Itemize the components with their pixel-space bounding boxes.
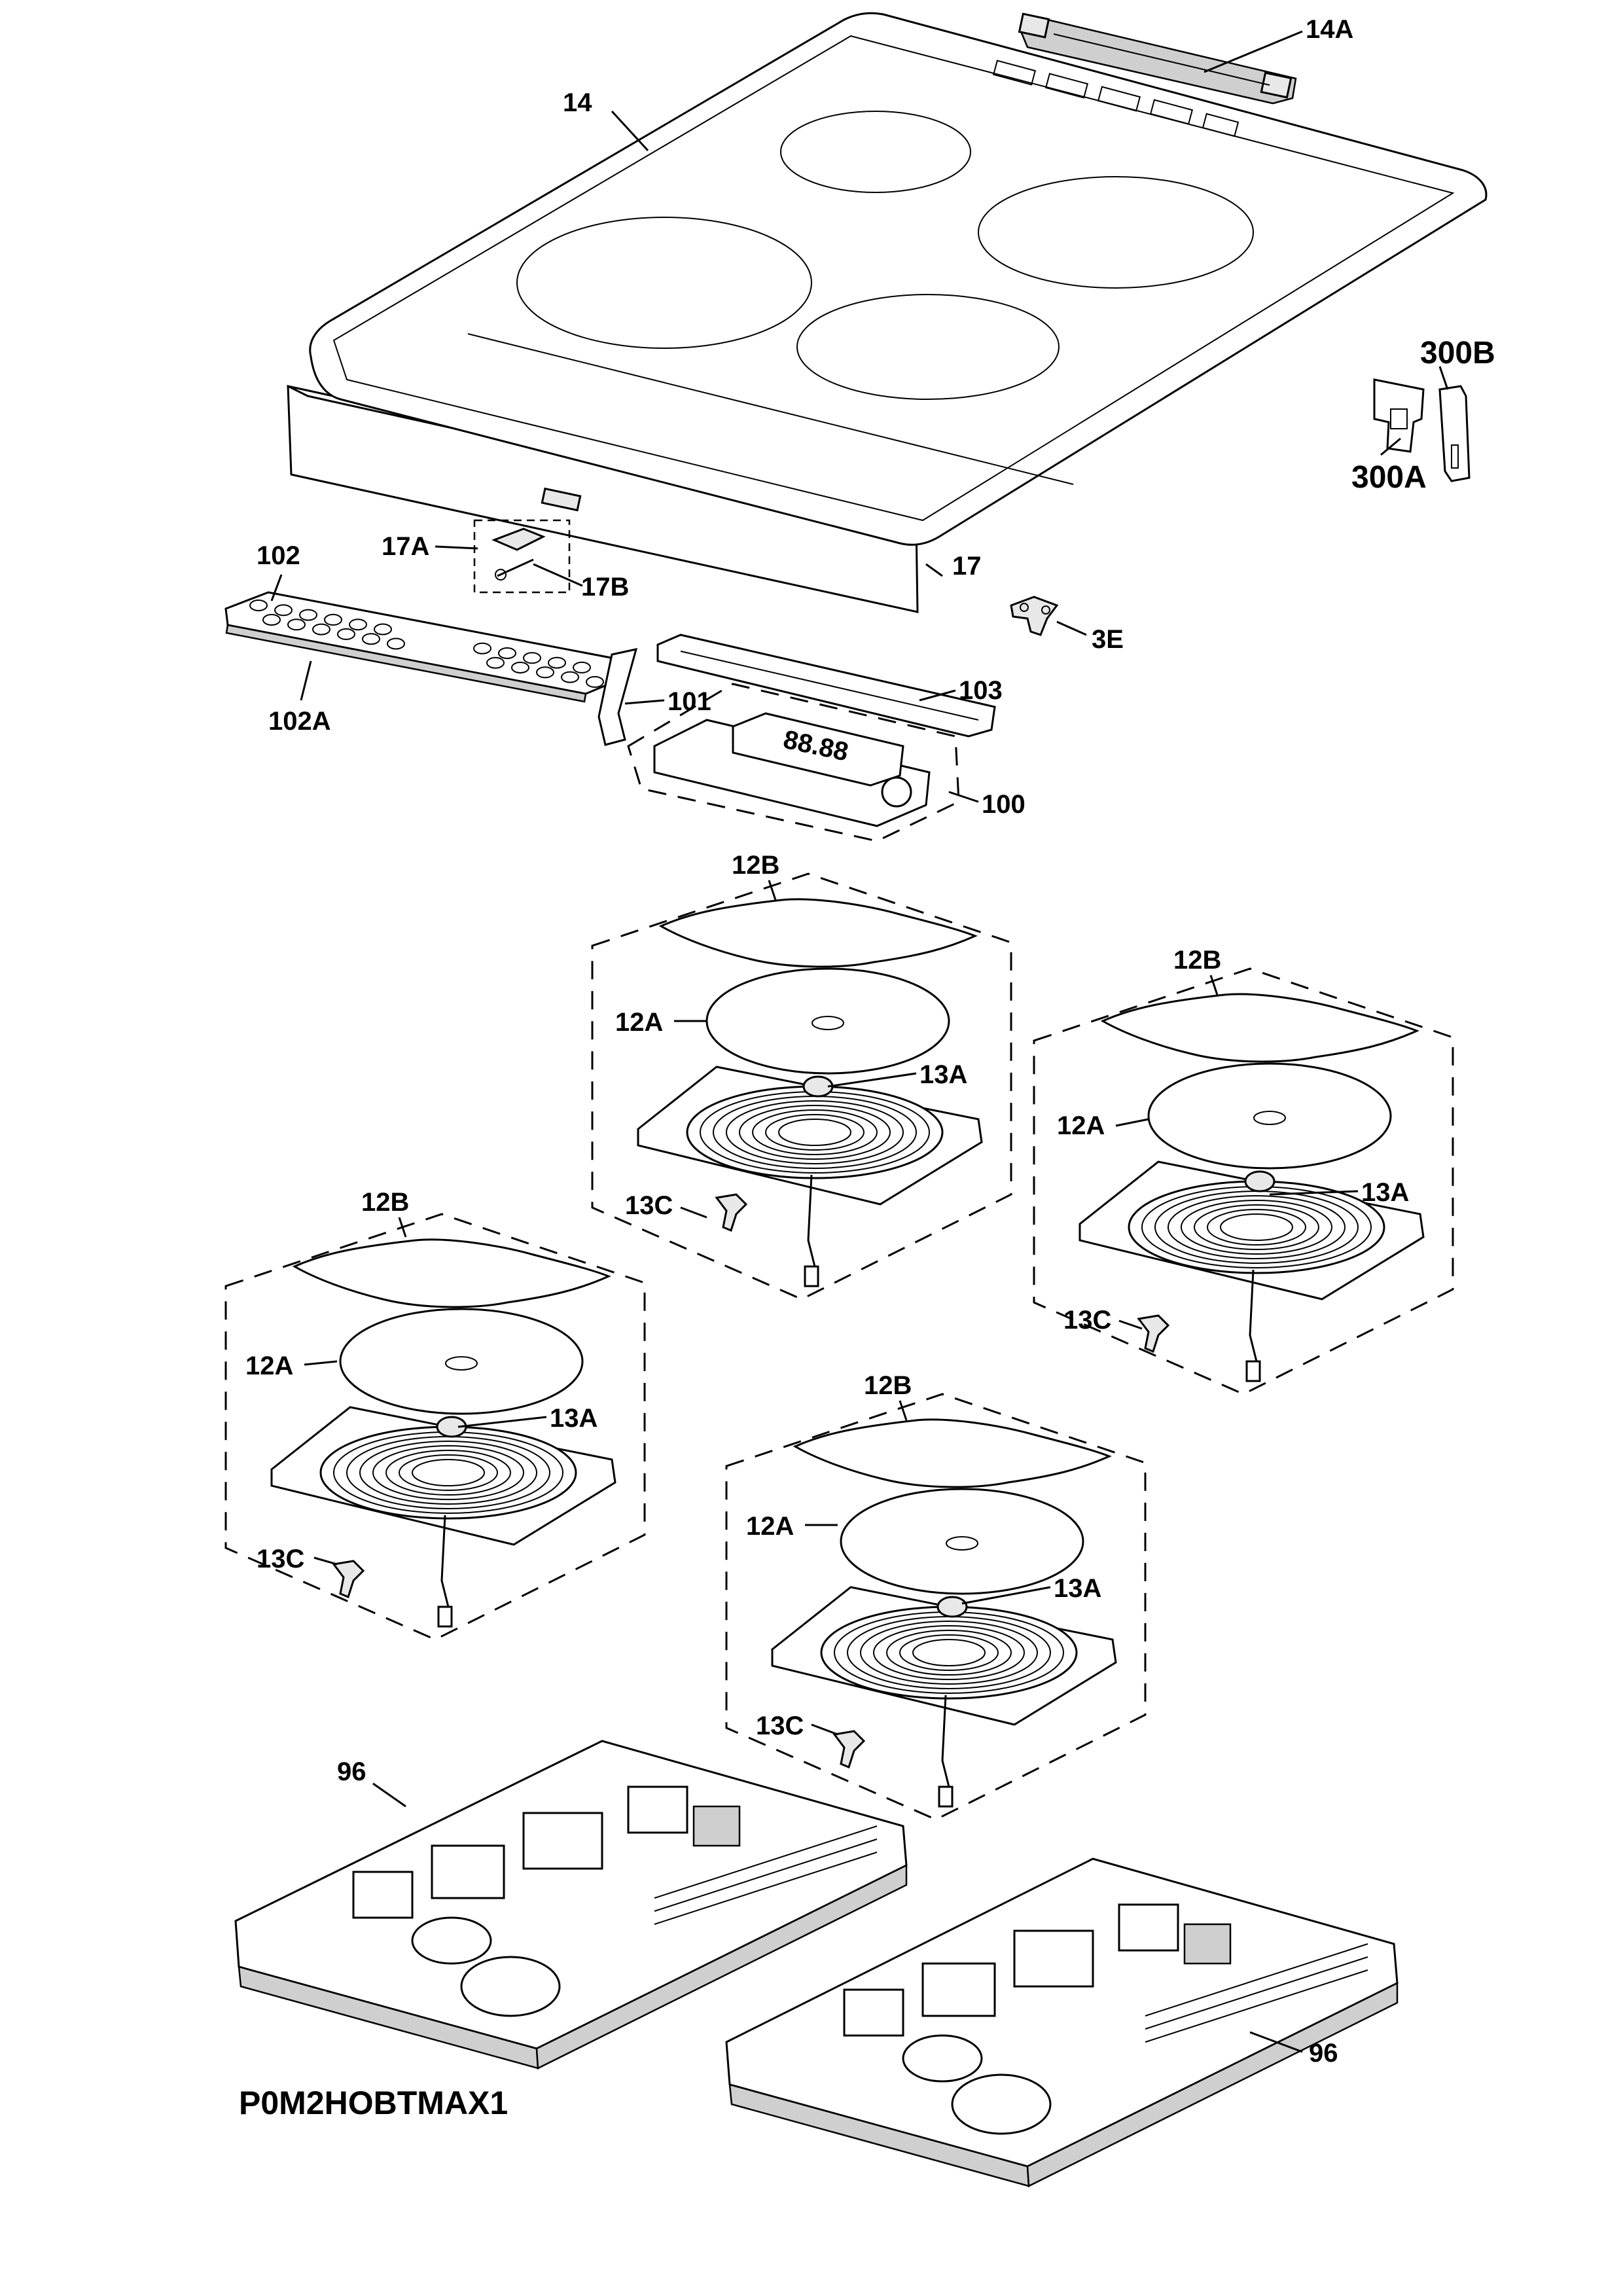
label-13a-group2: 13A <box>1361 1178 1409 1207</box>
label-300a: 300A <box>1351 460 1427 495</box>
keypad-hole <box>561 671 579 683</box>
label-13c-group1: 13C <box>625 1191 673 1220</box>
label-102: 102 <box>257 541 300 570</box>
keypad-hole <box>473 642 491 655</box>
heating-element-group-2 <box>1033 967 1454 1395</box>
label-13c-group3: 13C <box>257 1545 304 1573</box>
keypad-hole <box>299 609 317 621</box>
keypad-hole <box>586 675 604 688</box>
ribbon-cable-101 <box>597 648 638 746</box>
keypad-hole <box>498 647 516 659</box>
label-17b: 17B <box>581 573 629 601</box>
cooktop-glass-top <box>287 12 1488 613</box>
keypad-hole <box>548 656 566 669</box>
label-13c-group2: 13C <box>1063 1306 1111 1335</box>
heating-element-group-1 <box>591 872 1012 1300</box>
label-14a: 14A <box>1306 15 1353 44</box>
label-17a: 17A <box>382 532 429 561</box>
keypad-holes <box>249 600 604 688</box>
part-labels: 14 14A 300B 300A 17 17A 17B 3E 102 102A … <box>239 15 1495 2121</box>
keypad-hole <box>349 619 367 631</box>
power-board-96-left <box>234 1740 908 2070</box>
keypad-hole <box>486 656 505 669</box>
diagram-code: P0M2HOBTMAX1 <box>239 2085 508 2121</box>
power-board-96-right <box>725 1857 1399 2187</box>
label-96-right: 96 <box>1309 2039 1338 2068</box>
board-components <box>352 1785 878 2017</box>
keypad-hole <box>262 614 281 626</box>
label-3e: 3E <box>1092 625 1124 654</box>
display-board-100: 88.88 <box>627 683 960 842</box>
keypad-hole <box>312 623 330 636</box>
keypad-hole <box>362 633 380 645</box>
keypad-hole <box>337 628 355 640</box>
leader-lines <box>270 30 1449 2053</box>
label-12a-group2: 12A <box>1057 1111 1105 1140</box>
label-13a-group3: 13A <box>550 1404 597 1433</box>
keypad-hole <box>523 652 541 664</box>
heating-element-group-4 <box>725 1393 1147 1821</box>
control-strip-14a <box>1018 12 1297 105</box>
label-13a-group1: 13A <box>919 1060 967 1089</box>
bracket-300a <box>1373 378 1425 453</box>
control-window-slots <box>992 60 1240 137</box>
label-12b-group3: 12B <box>361 1188 409 1217</box>
label-12a-group3: 12A <box>245 1352 293 1380</box>
label-12b-group4: 12B <box>864 1371 912 1400</box>
clip-3e <box>1010 596 1059 636</box>
label-100: 100 <box>982 790 1026 819</box>
label-103: 103 <box>959 676 1003 705</box>
keypad-hole <box>287 619 306 631</box>
label-300b: 300B <box>1420 336 1495 370</box>
keypad-membrane-102 <box>224 591 630 703</box>
keypad-hole <box>374 623 392 636</box>
label-13a-group4: 13A <box>1054 1574 1101 1603</box>
label-17: 17 <box>952 552 982 581</box>
label-12a-group4: 12A <box>746 1512 794 1541</box>
heating-coil <box>834 1611 1064 1694</box>
label-12b-group1: 12B <box>732 851 779 880</box>
heating-coil <box>700 1091 930 1174</box>
label-102a: 102A <box>268 707 331 736</box>
keypad-hole <box>249 600 268 611</box>
heating-element-group-3 <box>224 1213 646 1641</box>
display-lens-103 <box>656 634 996 738</box>
label-13c-group4: 13C <box>756 1712 804 1740</box>
label-14: 14 <box>563 88 592 117</box>
board-components <box>843 1903 1368 2135</box>
keypad-hole <box>274 604 293 617</box>
keypad-hole <box>536 666 554 679</box>
bracket-300b <box>1438 385 1471 482</box>
keypad-hole <box>573 661 591 673</box>
keypad-hole <box>387 637 405 650</box>
keypad-hole <box>324 613 342 626</box>
keypad-hole <box>511 662 529 673</box>
label-12a-group1: 12A <box>615 1008 663 1037</box>
clip-group-17a-17b <box>473 519 571 594</box>
label-101: 101 <box>668 687 711 716</box>
label-96-left: 96 <box>337 1757 366 1786</box>
label-12b-group2: 12B <box>1173 946 1221 975</box>
